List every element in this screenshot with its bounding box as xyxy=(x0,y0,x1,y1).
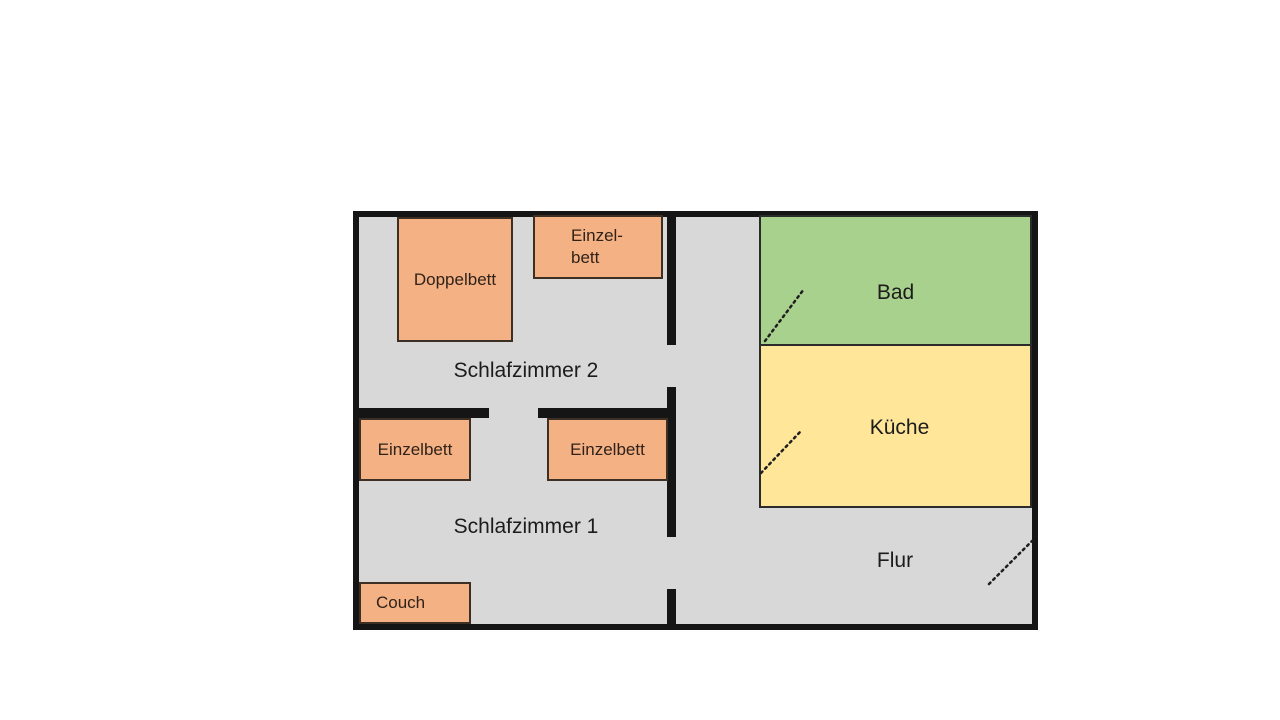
einzelbett-label-line1: Einzel- xyxy=(571,226,623,245)
einzelbett-label: Einzelbett xyxy=(377,439,453,459)
einzelbett-label-line2: bett xyxy=(571,248,600,267)
wall-bedroom-divider-right xyxy=(538,408,676,418)
furniture-couch: Couch xyxy=(359,582,471,624)
room-label-flur: Flur xyxy=(876,549,914,572)
room-label-bad: Bad xyxy=(876,281,915,304)
room-kueche xyxy=(759,344,1032,508)
wall-corridor-upper xyxy=(667,215,676,345)
furniture-einzelbett-schlafzimmer1-rechts: Einzelbett xyxy=(547,418,668,481)
couch-label: Couch xyxy=(376,593,426,612)
room-label-schlafzimmer2: Schlafzimmer 2 xyxy=(453,359,599,382)
furniture-doppelbett: Doppelbett xyxy=(397,217,513,342)
wall-bedroom-divider-left xyxy=(359,408,489,418)
room-label-kueche: Küche xyxy=(869,416,930,439)
furniture-einzelbett-schlafzimmer2: Einzel- bett xyxy=(533,215,663,279)
doppelbett-label: Doppelbett xyxy=(413,269,497,289)
room-label-schlafzimmer1: Schlafzimmer 1 xyxy=(453,515,599,538)
einzelbett-label: Einzelbett xyxy=(570,439,645,459)
wall-corridor-lower xyxy=(667,589,676,624)
furniture-einzelbett-schlafzimmer1-links: Einzelbett xyxy=(359,418,471,481)
wall-corridor-middle xyxy=(667,387,676,537)
